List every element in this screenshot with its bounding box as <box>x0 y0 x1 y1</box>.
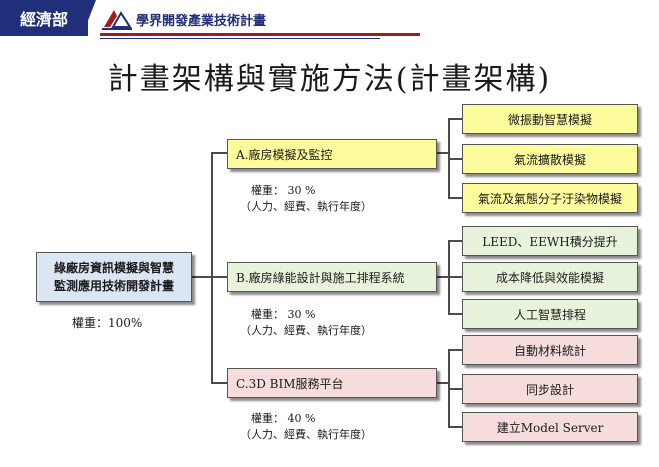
branch-a-box: A.廠房模擬及監控 <box>227 139 437 169</box>
ministry-badge: 經濟部 <box>0 0 88 36</box>
branch-a-item-3-label: 氣流及氣態分子汙染物模擬 <box>477 191 622 206</box>
ministry-badge-text: 經濟部 <box>19 10 68 29</box>
connector-c2 <box>448 388 462 390</box>
branch-b-box: B.廠房綠能設計與施工排程系統 <box>227 262 437 292</box>
connector-root <box>192 276 212 278</box>
connector-to-a <box>211 152 227 154</box>
branch-c-item-3: 建立Model Server <box>462 412 638 442</box>
connector-a2 <box>448 158 462 160</box>
branch-c-label: C.3D BIM服務平台 <box>236 376 344 391</box>
connector-c1 <box>448 349 462 351</box>
connector-b-out <box>437 276 449 278</box>
branch-a-item-3: 氣流及氣態分子汙染物模擬 <box>462 183 638 213</box>
branch-c-item-2-label: 同步設計 <box>525 382 574 397</box>
page-title: 計畫架構與實施方法(計畫架構) <box>107 62 552 97</box>
connector-c-out <box>437 382 449 384</box>
connector-b3 <box>448 313 462 315</box>
branch-c-note: （人力、經費、執行年度） <box>240 428 372 441</box>
branch-a-item-1: 微振動智慧模擬 <box>462 104 638 134</box>
branch-a-note: （人力、經費、執行年度） <box>240 200 372 213</box>
branch-a-item-2: 氣流擴散模擬 <box>462 144 638 174</box>
branch-b-item-1: LEED、EEWH積分提升 <box>462 226 638 256</box>
branch-a-label: A.廠房模擬及監控 <box>236 147 333 162</box>
branch-c-weight: 權重： 40 % <box>251 412 316 425</box>
branch-b-item-2: 成本降低與效能模擬 <box>462 262 638 292</box>
branch-b-note: （人力、經費、執行年度） <box>240 324 372 337</box>
root-plan-line2: 監測應用技術開發計畫 <box>53 279 174 293</box>
program-subtitle: 學界開發產業技術計畫 <box>136 14 267 29</box>
badge-slant <box>82 0 96 36</box>
branch-b-label: B.廠房綠能設計與施工排程系統 <box>236 270 405 285</box>
connector-b1 <box>448 240 462 242</box>
branch-c-item-1: 自動材料統計 <box>462 335 638 365</box>
connector-c3 <box>448 426 462 428</box>
branch-b-item-2-label: 成本降低與效能模擬 <box>495 270 604 285</box>
branch-c-item-1-label: 自動材料統計 <box>513 343 586 358</box>
branch-a-item-1-label: 微振動智慧模擬 <box>507 112 592 127</box>
branch-a-weight: 權重： 30 % <box>251 184 316 197</box>
branch-a-item-2-label: 氣流擴散模擬 <box>513 152 586 167</box>
connector-a-out <box>437 152 449 154</box>
branch-b-item-3-label: 人工智慧排程 <box>513 307 586 322</box>
header-rule-thin <box>100 38 380 39</box>
program-logo-icon <box>102 10 132 30</box>
branch-c-box: C.3D BIM服務平台 <box>227 368 437 398</box>
connector-b2 <box>448 276 462 278</box>
root-plan-box: 綠廠房資訊模擬與智慧 監測應用技術開發計畫 <box>36 252 192 302</box>
branch-b-item-1-label: LEED、EEWH積分提升 <box>482 234 618 249</box>
connector-trunk <box>211 152 213 384</box>
branch-b-item-3: 人工智慧排程 <box>462 299 638 329</box>
branch-c-item-3-label: 建立Model Server <box>496 420 604 435</box>
branch-b-weight: 權重： 30 % <box>251 308 316 321</box>
connector-to-b <box>211 276 227 278</box>
connector-to-c <box>211 382 227 384</box>
branch-c-item-2: 同步設計 <box>462 374 638 404</box>
connector-a1 <box>448 118 462 120</box>
connector-a3 <box>448 197 462 199</box>
root-plan-line1: 綠廠房資訊模擬與智慧 <box>53 261 174 275</box>
header-rule <box>100 33 420 36</box>
root-weight: 權重：100% <box>72 316 143 330</box>
